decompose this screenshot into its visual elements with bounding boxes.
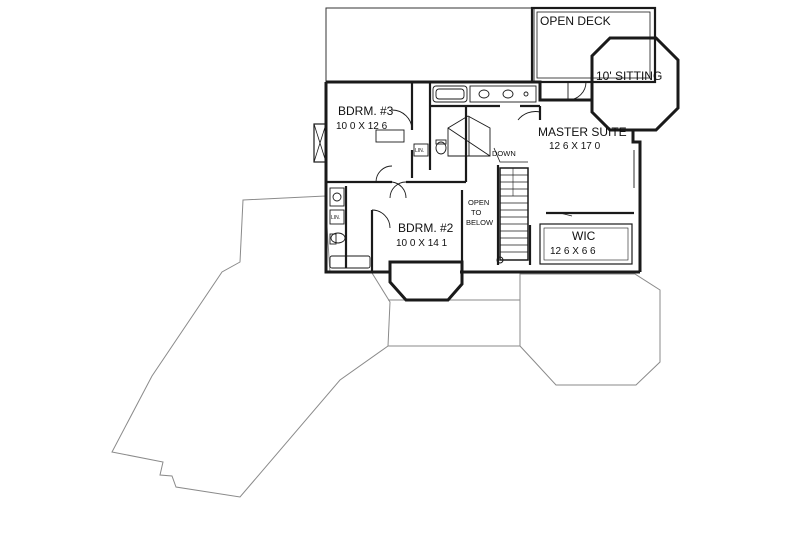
room-bdrm3: BDRM. #3 — [338, 104, 394, 118]
bdrm2-dims: 10 0 X 14 1 — [396, 238, 448, 249]
wic-closet — [539, 212, 633, 265]
open-to-below-line3: BELOW — [466, 218, 494, 227]
bath-fixtures — [329, 85, 537, 269]
room-master-suite: MASTER SUITE — [538, 125, 627, 139]
bdrm3-dims: 10 0 X 12 6 — [336, 121, 388, 132]
open-to-below-line2: TO — [471, 208, 481, 217]
room-open-deck: OPEN DECK — [540, 14, 611, 28]
interior-walls — [326, 82, 634, 272]
bdrm2-bay — [388, 260, 464, 302]
room-bdrm2: BDRM. #2 — [398, 221, 454, 235]
linen-label-upper: LIN. — [415, 148, 424, 154]
master-suite-dims: 12 6 X 17 0 — [549, 141, 601, 152]
stairs-down-label: DOWN — [492, 149, 516, 158]
room-sitting: 10' SITTING — [596, 69, 662, 83]
room-wic: WIC — [572, 229, 596, 243]
stairs — [493, 147, 529, 264]
side-element — [313, 123, 327, 163]
doors — [371, 81, 635, 229]
wic-dims: 12 6 X 6 6 — [550, 246, 596, 257]
upper-roof — [325, 7, 535, 83]
linen-label-lower: LIN. — [331, 215, 340, 221]
open-to-below-line1: OPEN — [468, 198, 489, 207]
exterior-walls — [324, 80, 642, 274]
sitting-bay — [590, 36, 680, 132]
